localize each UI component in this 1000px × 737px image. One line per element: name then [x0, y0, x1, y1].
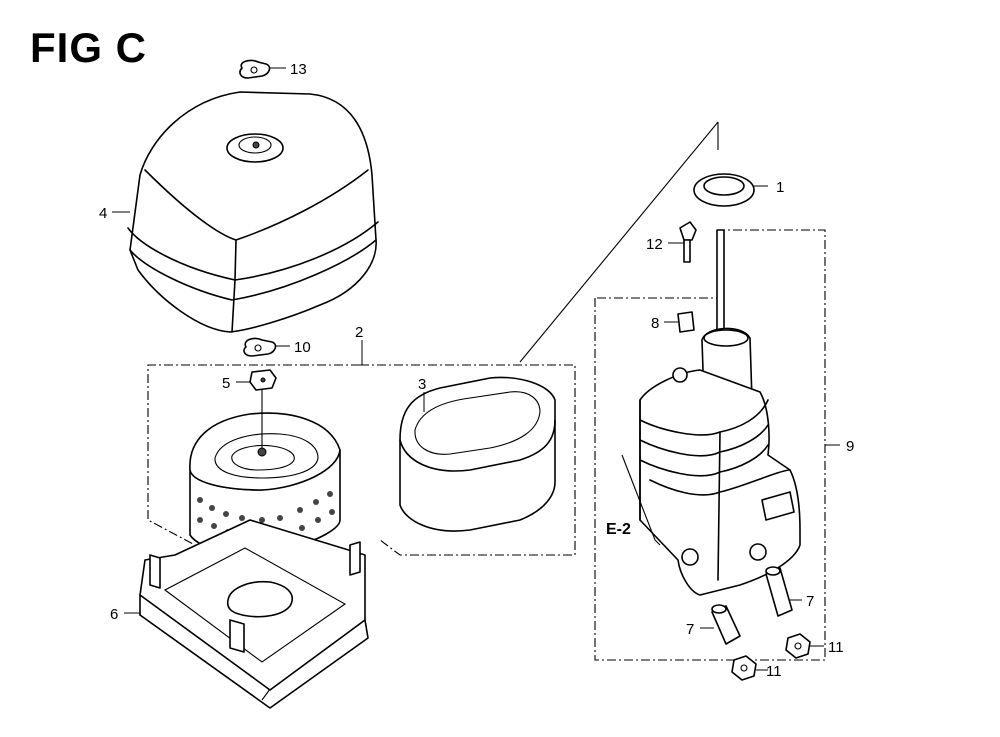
callout-8: 8 — [651, 315, 659, 332]
callout-11-right: 11 — [828, 639, 844, 656]
callout-3: 3 — [418, 376, 426, 393]
reference-e2: E-2 — [606, 521, 631, 538]
foam-element-3 — [399, 376, 556, 532]
callout-1: 1 — [776, 179, 784, 196]
collar-8 — [677, 311, 695, 333]
air-cleaner-assembly-outline — [147, 364, 360, 546]
guide-line-upper — [519, 121, 719, 363]
callout-13: 13 — [290, 61, 307, 78]
pipe-7-right — [765, 566, 793, 617]
callout-10: 10 — [294, 339, 311, 356]
wing-nut-10 — [243, 337, 277, 357]
elbow-9 — [621, 229, 801, 596]
pipe-7-left — [711, 604, 741, 645]
wing-nut-13 — [239, 59, 271, 79]
callout-4: 4 — [99, 205, 107, 222]
air-cleaner-cover — [127, 91, 379, 333]
callout-2: 2 — [355, 324, 363, 341]
bolt-12 — [679, 221, 697, 263]
air-cleaner-case-6 — [139, 519, 369, 709]
nut-5 — [249, 369, 277, 391]
callout-7-left: 7 — [686, 621, 694, 638]
nut-11-right — [785, 633, 811, 659]
callout-9: 9 — [846, 438, 854, 455]
callout-7-right: 7 — [806, 593, 814, 610]
callout-6: 6 — [110, 606, 118, 623]
callout-12: 12 — [646, 236, 663, 253]
element-assembly-outline — [360, 364, 576, 556]
figure-title: FIG C — [30, 24, 147, 71]
gasket-1 — [693, 173, 755, 207]
callout-11-left: 11 — [766, 663, 782, 680]
callout-5: 5 — [222, 375, 230, 392]
nut-11-left — [731, 655, 757, 681]
